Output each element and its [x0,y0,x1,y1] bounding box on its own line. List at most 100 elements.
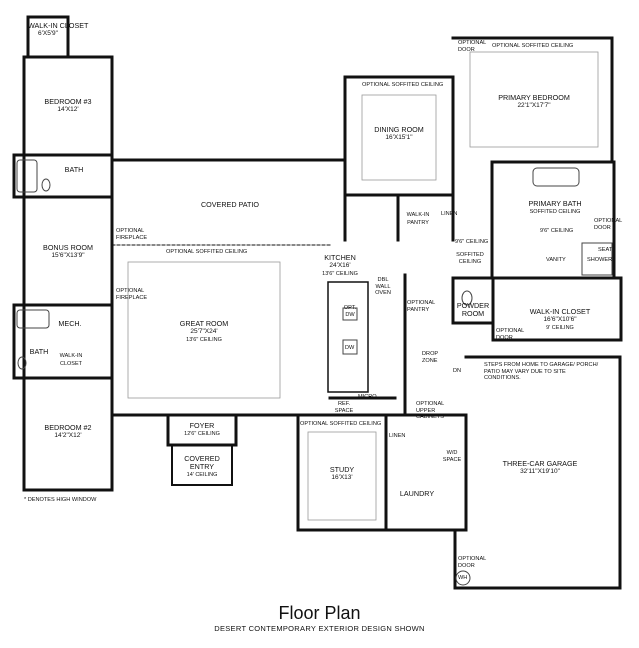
page-title: Floor Plan [278,603,361,623]
room-name: DINING ROOM [374,125,424,134]
label-opt-door-closet: OPTIONAL DOOR [496,328,525,341]
island [327,281,369,393]
label-wh: WH [458,575,468,581]
label-soffit-great: OPTIONAL SOFFITED CEILING [166,249,248,255]
wall-left-wing [22,55,114,492]
room-walkin-closet-small: WALK-IN CLOSET [54,352,88,368]
room-dims: 22'1"X17'7" [517,102,551,109]
label-dn: DN [453,368,462,374]
room-ceiling: SOFFITED CEILING [529,209,581,215]
room-dims: 6'X5'9" [38,30,58,37]
label-soffited-ceiling: SOFFITED CEILING [456,252,484,265]
label-micro: MICRO [358,394,377,400]
wall-covered-entry [171,444,233,486]
room-ceiling: 12'6" CEILING [184,431,220,437]
toilet-top [41,178,51,192]
room-name: KITCHEN [324,253,356,262]
room-dims: 24'X16' [329,262,351,269]
room-foyer: FOYER 12'6" CEILING [168,422,236,438]
wall-laundry [384,413,468,532]
label-shower: SHOWER [587,257,613,263]
label-ceiling-9-6: 9'6" CEILING [455,239,489,245]
room-kitchen: KITCHEN 24'X16' 13'6" CEILING [300,254,380,278]
soffit-dining [361,94,437,181]
soffits [127,51,599,521]
room-name: COVERED ENTRY [184,454,220,471]
label-opt-door-garage: OPTIONAL DOOR [458,556,487,569]
label-dw: DW [345,345,355,351]
room-walkin-closet-primary: WALK-IN CLOSET 16'6"X10'6" 9' CEILING [505,308,615,332]
label-opt-dw: OPT. DW [343,305,357,318]
dw-box [342,339,358,355]
room-name: THREE-CAR GARAGE [502,459,578,468]
high-window-note: * DENOTES HIGH WINDOW [24,497,97,503]
label-ceiling-9-6b: 9'6" CEILING [540,228,574,234]
room-name: WALK-IN CLOSET [59,353,83,367]
room-bedroom-3: BEDROOM #3 14'X12' [24,98,112,114]
room-ceiling: 13'6" CEILING [322,271,358,277]
fixtures [16,159,613,586]
room-linen-lower: LINEN [389,433,406,439]
room-walkin-pantry: WALK-IN PANTRY [398,211,438,227]
room-garage: THREE-CAR GARAGE 32'11"X19'10" [470,460,610,476]
label-opt-pantry: OPTIONAL PANTRY [407,300,436,313]
room-ceiling: 9' CEILING [546,325,574,331]
label-vanity: VANITY [546,257,566,263]
room-dims: 14'2"X12' [54,432,82,439]
wall-dining [343,75,455,242]
label-soffit-dining: OPTIONAL SOFFITED CEILING [362,82,444,88]
room-laundry: LAUNDRY [386,490,448,498]
room-primary-bedroom: PRIMARY BEDROOM 22'1"X17'7" [470,94,598,110]
room-name: POWDER ROOM [456,301,490,318]
soffit-study [307,431,377,521]
wall-garage [453,355,622,590]
opt-dw-box [342,307,358,321]
room-ceiling: 14' CEILING [186,472,218,478]
room-covered-entry: COVERED ENTRY 14' CEILING [172,455,232,479]
room-name: WALK-IN CLOSET [529,307,591,316]
room-name: BEDROOM #3 [44,97,92,106]
room-dining: DINING ROOM 16'X15'1" [362,126,436,142]
room-name: COVERED PATIO [200,200,260,209]
shower [581,242,613,276]
soffit-primary [469,51,599,148]
tub-top [16,159,38,193]
room-dims: 25'7"X24' [190,328,218,335]
room-walkin-closet-top: WALK-IN CLOSET 6'X5'9" [28,21,89,38]
label-dbl-wall-oven: DBL WALL OVEN [375,277,391,296]
room-name: GREAT ROOM [179,319,229,328]
room-bath-bottom: BATH [24,348,54,356]
room-linen-upper: LINEN [441,211,458,217]
room-great-room: GREAT ROOM 25'7"X24' 13'6" CEILING [128,320,280,344]
room-name: LAUNDRY [399,489,435,498]
room-bath-top: BATH [55,166,93,174]
label-ref-space: REF. SPACE [334,401,354,414]
label-opt-door-bath: OPTIONAL DOOR [594,218,623,231]
label-drop-zone: DROP ZONE [422,351,439,364]
label-wd-space: W/D SPACE [442,450,462,463]
toilet-powder [461,290,473,306]
label-opt-fireplace-patio: OPTIONAL FIREPLACE [116,228,148,241]
room-name: WALK-IN PANTRY [406,212,430,226]
room-dims: 16'X13' [331,474,353,481]
room-ceiling: 13'6" CEILING [186,337,222,343]
room-name: BATH [64,165,84,174]
label-seat: SEAT [598,247,613,253]
room-dims: 32'11"X19'10" [520,468,560,475]
water-heater [455,570,471,586]
room-primary-bath: PRIMARY BATH SOFFITED CEILING [505,200,605,216]
room-powder: POWDER ROOM [453,302,493,318]
label-soffit-study: OPTIONAL SOFFITED CEILING [300,421,382,427]
wall-closet-primary [491,276,623,342]
room-name: WALK-IN CLOSET [28,21,89,30]
room-name: PRIMARY BATH [528,199,582,208]
room-covered-patio: COVERED PATIO [150,201,310,209]
room-name: MECH. [58,319,82,328]
toilet-bottom [17,356,27,370]
tub-bottom [16,309,50,329]
label-opt-fireplace-great: OPTIONAL FIREPLACE [116,288,148,301]
room-dims: 16'X15'1" [385,134,413,141]
label-opt-door-primary: OPTIONAL DOOR [458,40,487,53]
room-mech: MECH. [55,320,85,328]
room-name: BATH [29,347,49,356]
